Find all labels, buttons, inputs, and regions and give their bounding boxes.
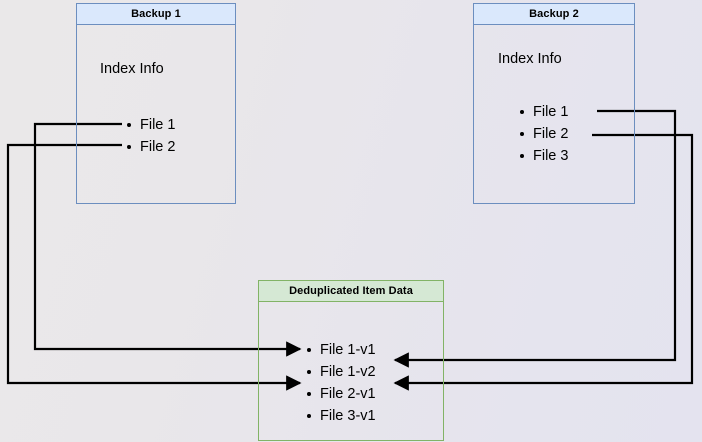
deduplicated-item-file-list: File 1-v1 File 1-v2 File 2-v1 File 3-v1 [305, 339, 376, 427]
backup-2-file-list: File 1 File 2 File 3 [518, 101, 568, 167]
deduplicated-item-data-title-bar: Deduplicated Item Data [258, 280, 444, 302]
backup-1-index-info-label: Index Info [100, 61, 164, 77]
list-item[interactable]: File 2-v1 [305, 383, 376, 405]
backup-2-title-bar: Backup 2 [473, 3, 635, 25]
list-item[interactable]: File 1-v2 [305, 361, 376, 383]
backup-1-file-list: File 1 File 2 [125, 114, 175, 158]
backup-2-index-info-label: Index Info [498, 51, 562, 67]
backup-1-node[interactable] [76, 3, 236, 204]
backup-1-title: Backup 1 [131, 8, 181, 20]
list-item[interactable]: File 1 [518, 101, 568, 123]
list-item[interactable]: File 3-v1 [305, 405, 376, 427]
list-item[interactable]: File 3 [518, 145, 568, 167]
deduplicated-item-data-title: Deduplicated Item Data [289, 285, 413, 297]
list-item[interactable]: File 2 [125, 136, 175, 158]
list-item[interactable]: File 2 [518, 123, 568, 145]
backup-2-title: Backup 2 [529, 8, 579, 20]
list-item[interactable]: File 1 [125, 114, 175, 136]
list-item[interactable]: File 1-v1 [305, 339, 376, 361]
backup-1-title-bar: Backup 1 [76, 3, 236, 25]
